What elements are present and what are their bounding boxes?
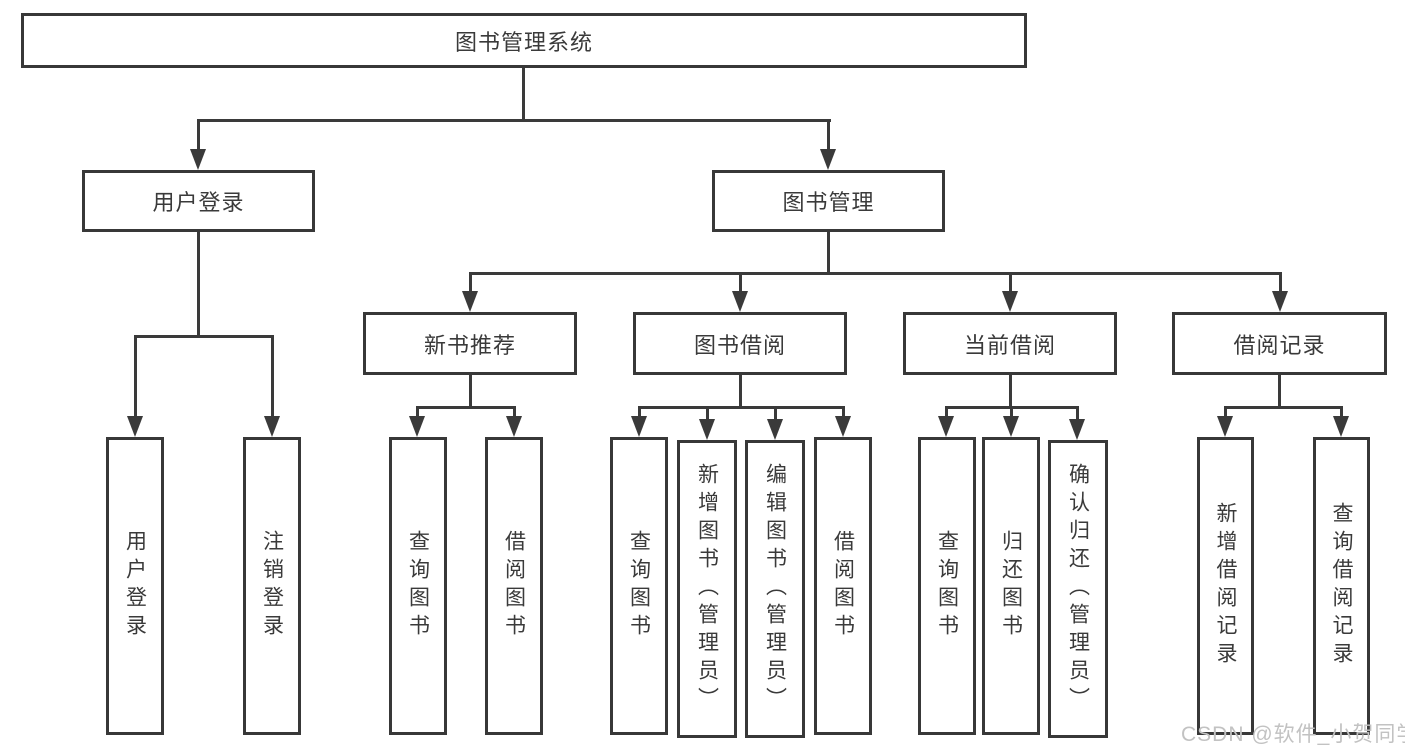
connector-new-book-crossbar: [416, 406, 516, 409]
connector-to-leaf: [1340, 406, 1343, 418]
arrowhead: [1003, 416, 1019, 437]
node-book-borrowing: 图书借阅: [633, 312, 847, 375]
leaf-label: 归还图书: [999, 530, 1023, 642]
leaf-query-borrow-record: 查询借阅记录: [1313, 437, 1370, 735]
arrowhead: [1217, 416, 1233, 437]
leaf-query-books-borrow: 查询图书: [610, 437, 668, 735]
csdn-watermark: CSDN @软件_小贺同学: [1181, 723, 1405, 746]
node-book-management: 图书管理: [712, 170, 945, 232]
connector-to-book-borrow: [739, 272, 742, 293]
leaf-query-books-recommend: 查询图书: [389, 437, 447, 735]
connector-borrow-records-crossbar: [1224, 406, 1343, 409]
node-label: 图书管理: [782, 190, 875, 215]
connector-to-borrow-records: [1279, 272, 1282, 293]
node-label: 用户登录: [152, 190, 245, 215]
leaf-add-books-admin: 新增图书（管理员）: [677, 440, 737, 738]
leaf-label: 新增借阅记录: [1214, 502, 1237, 670]
arrowhead: [1333, 416, 1349, 437]
arrowhead: [127, 416, 143, 437]
connector-to-leaf: [638, 406, 641, 418]
arrowhead: [767, 419, 783, 440]
leaf-label: 借阅图书: [831, 530, 855, 642]
connector-to-leaf-logout: [271, 335, 274, 418]
connector-book-management-crossbar: [469, 272, 1282, 275]
leaf-edit-books-admin: 编辑图书（管理员）: [745, 440, 805, 738]
node-label: 借阅记录: [1233, 332, 1326, 358]
connector-root-crossbar: [197, 119, 831, 122]
connector-to-current-borrow: [1009, 272, 1012, 293]
arrowhead: [835, 416, 851, 437]
leaf-label: 查询图书: [627, 530, 651, 642]
arrowhead: [409, 416, 425, 437]
arrowhead: [264, 416, 280, 437]
connector-user-login-stem: [197, 232, 200, 338]
leaf-label: 编辑图书（管理员）: [763, 463, 787, 715]
connector-user-login-crossbar: [134, 335, 274, 338]
node-new-book-recommendation: 新书推荐: [363, 312, 577, 375]
connector-to-new-book: [469, 272, 472, 293]
connector-book-management-stem: [827, 232, 830, 275]
leaf-label: 确认归还（管理员）: [1066, 463, 1090, 715]
connector-to-leaf: [1076, 406, 1079, 421]
leaf-label: 查询图书: [406, 530, 430, 642]
leaf-confirm-return-admin: 确认归还（管理员）: [1048, 440, 1108, 738]
arrowhead: [1272, 291, 1288, 312]
connector-book-borrow-stem: [739, 375, 742, 409]
arrowhead: [938, 416, 954, 437]
connector-to-leaf-user-login: [134, 335, 137, 418]
node-label: 图书管理系统: [454, 29, 593, 55]
connector-to-leaf: [1224, 406, 1227, 418]
leaf-borrow-books-recommend: 借阅图书: [485, 437, 543, 735]
connector-to-leaf: [416, 406, 419, 418]
arrowhead: [462, 291, 478, 312]
node-borrowing-records: 借阅记录: [1172, 312, 1387, 375]
node-label: 当前借阅: [963, 332, 1056, 358]
arrowhead: [631, 416, 647, 437]
arrowhead: [1069, 419, 1085, 440]
leaf-label: 借阅图书: [502, 530, 526, 642]
leaf-logout: 注销登录: [243, 437, 301, 735]
node-current-borrowing: 当前借阅: [903, 312, 1117, 375]
leaf-label: 查询图书: [935, 530, 959, 642]
connector-book-borrow-crossbar: [638, 406, 845, 409]
node-label: 图书借阅: [693, 332, 786, 358]
arrowhead: [1002, 291, 1018, 312]
connector-to-leaf: [774, 406, 777, 421]
leaf-user-login: 用户登录: [106, 437, 164, 735]
connector-to-user-login: [197, 119, 200, 152]
connector-to-leaf: [513, 406, 516, 418]
connector-to-leaf: [706, 406, 709, 421]
arrowhead: [506, 416, 522, 437]
connector-new-book-stem: [469, 375, 472, 409]
connector-current-borrow-stem: [1009, 375, 1012, 409]
node-user-login: 用户登录: [82, 170, 315, 232]
leaf-label: 新增图书（管理员）: [695, 463, 719, 715]
arrowhead: [699, 419, 715, 440]
arrowhead: [732, 291, 748, 312]
leaf-query-books-current: 查询图书: [918, 437, 976, 735]
connector-to-book-management: [827, 119, 830, 152]
leaf-label: 用户登录: [123, 530, 147, 642]
arrowhead: [820, 149, 836, 170]
connector-to-leaf: [945, 406, 948, 418]
leaf-label: 查询借阅记录: [1330, 502, 1353, 670]
leaf-return-books: 归还图书: [982, 437, 1040, 735]
leaf-add-borrow-record: 新增借阅记录: [1197, 437, 1254, 735]
connector-to-leaf: [842, 406, 845, 418]
node-label: 新书推荐: [423, 332, 516, 358]
connector-to-leaf: [1010, 406, 1013, 418]
arrowhead: [190, 149, 206, 170]
connector-root-stem: [522, 68, 525, 121]
leaf-label: 注销登录: [260, 530, 284, 642]
leaf-borrow-books: 借阅图书: [814, 437, 872, 735]
connector-borrow-records-stem: [1278, 375, 1281, 409]
node-library-management-system: 图书管理系统: [21, 13, 1027, 68]
